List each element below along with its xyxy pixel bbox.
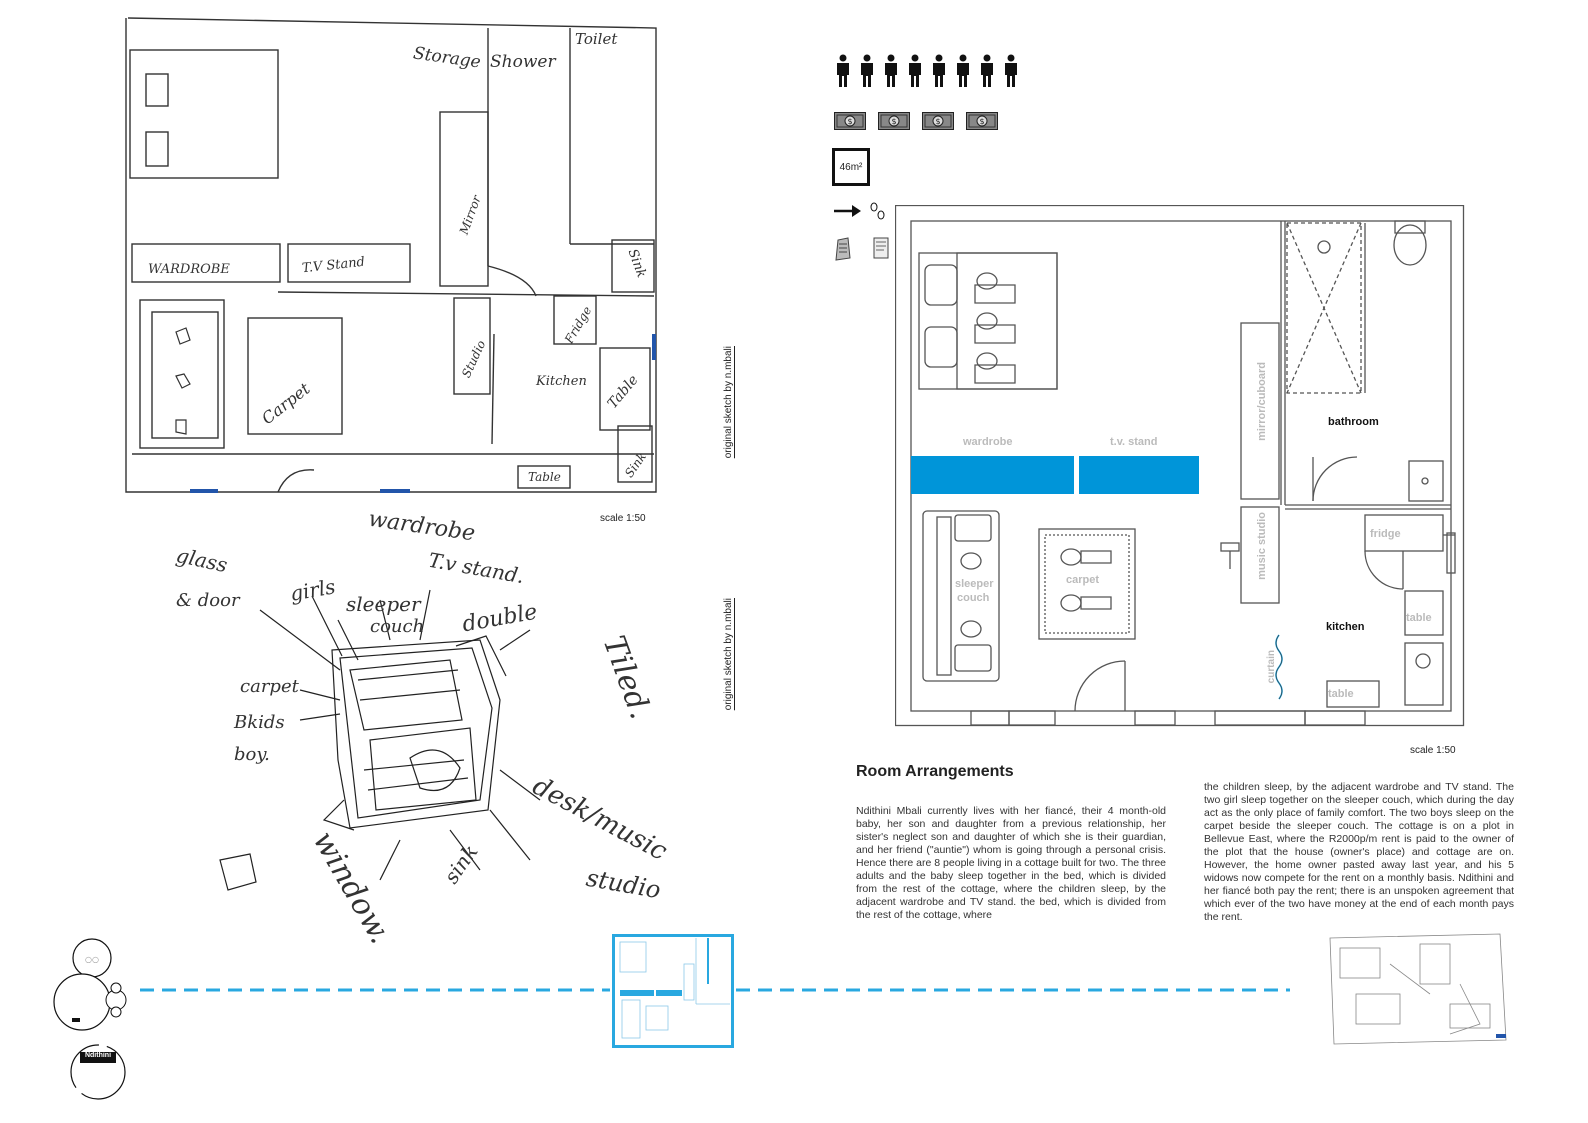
plan-table2-label: table — [1328, 688, 1354, 700]
sketch2-carpet-label: carpet — [240, 676, 299, 697]
person-icon — [933, 54, 945, 87]
sketch1-toilet-label: Toilet — [575, 30, 618, 48]
sketch1-shower-label: Shower — [490, 52, 556, 72]
timeline-dashed-line — [140, 988, 1290, 992]
plan-table-label: table — [1406, 612, 1432, 624]
plan-wardrobe-label: wardrobe — [963, 436, 1013, 448]
sketch1-kitchen-label: Kitchen — [536, 374, 587, 389]
person-icon — [981, 54, 993, 87]
banknote-icon: $ — [878, 112, 910, 130]
sketch2-wardrobe-label: wardrobe — [366, 506, 477, 547]
banknote-icon: $ — [922, 112, 954, 130]
scroll-icon — [873, 237, 889, 259]
description-column-2: the children sleep, by the adjacent ward… — [1204, 781, 1514, 923]
plan-fridge-label: fridge — [1370, 528, 1401, 540]
svg-text:$: $ — [891, 117, 896, 126]
description-column-1: Ndithini Mbali currently lives with her … — [856, 805, 1166, 921]
plan-sleeper-label: sleeper — [955, 578, 994, 590]
floor-plan — [895, 205, 1465, 727]
arrow-icon — [834, 205, 861, 217]
sketch1-scale: scale 1:50 — [600, 513, 646, 524]
sketch1-wardrobe-label: WARDROBE — [148, 262, 230, 277]
section-title: Room Arrangements — [856, 763, 1014, 780]
sketch2-couch-label: couch — [370, 616, 425, 637]
mini-plan-thumbnail — [612, 934, 734, 1048]
sketch2-glass-label: glass — [174, 542, 230, 578]
banknote-icon: $ — [834, 112, 866, 130]
sketch2-credit: original sketch by n.mbali — [723, 598, 734, 711]
plan-carpet-label: carpet — [1066, 574, 1100, 586]
sketch2-boy-label: boy. — [234, 744, 270, 765]
person-icon — [837, 54, 849, 87]
svg-text:$: $ — [847, 117, 852, 126]
sketch-scribble-drawing — [219, 589, 541, 891]
svg-text:○○: ○○ — [85, 955, 99, 964]
person-icon — [861, 54, 873, 87]
sketch1-table2-label: Table — [528, 470, 561, 484]
person-icon — [909, 54, 921, 87]
footprints-icon — [870, 202, 885, 220]
area-box: 46m² — [832, 148, 870, 186]
plan-bathroom-label: bathroom — [1328, 416, 1379, 428]
area-label: 46m² — [839, 161, 863, 173]
sketch2-kids-label: Bkids — [234, 712, 285, 733]
thumb-sketch-right — [1329, 933, 1507, 1045]
plan-scale: scale 1:50 — [1410, 745, 1456, 756]
svg-text:$: $ — [935, 117, 940, 126]
plan-mirror-label: mirror/cuboard — [1256, 362, 1268, 441]
sketch-thumbnail-icon — [835, 237, 851, 261]
person-icon — [1005, 54, 1017, 87]
sketch2-door-label: & door — [176, 590, 240, 611]
person-icon — [957, 54, 969, 87]
sketch2-sleeper-label: sleeper — [346, 592, 421, 616]
svg-text:$: $ — [979, 117, 984, 126]
plan-music-studio-label: music studio — [1256, 512, 1268, 580]
person-icon — [885, 54, 897, 87]
family-circles-icon: ○○ — [53, 938, 127, 1031]
sketch-plan-drawing — [125, 17, 657, 493]
money-icons: $ $ $ $ — [834, 112, 998, 130]
plan-kitchen-label: kitchen — [1326, 621, 1365, 633]
plan-tvstand-label: t.v. stand — [1110, 436, 1158, 448]
badge-circle — [70, 1044, 126, 1100]
badge-label: Ndithini — [84, 1052, 112, 1059]
banknote-icon: $ — [966, 112, 998, 130]
plan-couch-label: couch — [957, 592, 990, 604]
sketch1-credit: original sketch by n.mbali — [723, 346, 734, 459]
plan-curtain-label: curtain — [1266, 650, 1277, 684]
people-icons — [834, 54, 1020, 88]
